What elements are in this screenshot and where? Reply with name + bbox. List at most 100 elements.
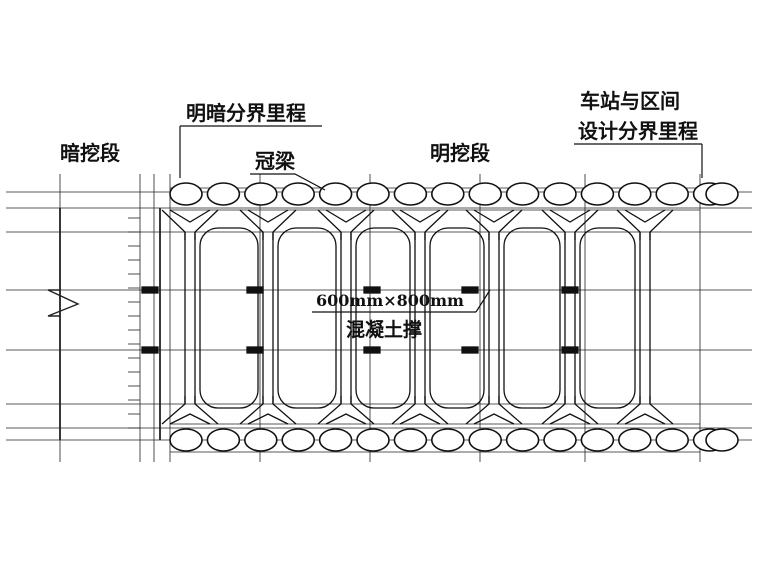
bay-frame (355, 227, 411, 409)
strut-flare (616, 396, 641, 425)
pile-bottom (169, 428, 203, 452)
strut-flare (574, 396, 599, 425)
strut-flare (424, 209, 449, 240)
label-boundary-open-covered: 明暗分界里程 (186, 101, 306, 125)
pile-top (430, 182, 465, 206)
pile-top (468, 182, 503, 206)
pile-bottom (580, 428, 615, 452)
strut-flare (239, 209, 264, 240)
pile-top (318, 182, 353, 206)
leader-strut (475, 289, 491, 313)
pile-bottom (393, 428, 428, 452)
strut-flare (574, 209, 599, 240)
pile-top (281, 182, 316, 206)
bay-frame (277, 227, 337, 409)
strut-flare (391, 209, 416, 240)
strut-flare (616, 209, 641, 240)
strut-connector (141, 286, 159, 294)
strut-flare (473, 413, 515, 425)
pile-bottom (281, 428, 316, 452)
strut-flare (247, 209, 289, 223)
strut-flare (399, 413, 441, 425)
label-covered-section: 暗挖段 (60, 141, 120, 165)
break-line (47, 289, 80, 317)
label-station-boundary-2: 设计分界里程 (578, 119, 698, 143)
pile-bottom (655, 428, 690, 452)
strut-flare (350, 396, 375, 425)
strut-flare (549, 413, 591, 425)
bay-frame (199, 227, 259, 409)
strut-flare (399, 209, 441, 223)
strut-connector (561, 346, 579, 354)
pile-top (655, 182, 690, 206)
strut-flare (272, 209, 297, 240)
bored-piles (169, 182, 739, 452)
strut-flare (624, 413, 666, 425)
pile-top (505, 182, 540, 206)
pile-bottom (543, 428, 577, 452)
annotations: 明暗分界里程 车站与区间 设计分界里程 暗挖段 冠梁 明挖段 600mm×800… (60, 89, 698, 341)
strut-flare (541, 396, 566, 425)
strut-connector (141, 346, 159, 354)
pile-top (580, 182, 615, 206)
pile-bottom-outside (705, 428, 739, 452)
strut-connector (363, 346, 381, 354)
strut-flare (161, 209, 186, 240)
strut-flare (317, 396, 342, 425)
pile-top (393, 182, 428, 206)
strut-flare (317, 209, 342, 240)
pile-top (356, 182, 390, 206)
strut-connector (561, 286, 579, 294)
pile-top (243, 182, 278, 206)
pile-top (543, 182, 577, 206)
strut-flare (465, 396, 490, 425)
strut-flare (325, 413, 367, 425)
strut-flare (194, 396, 219, 425)
label-crown-beam: 冠梁 (255, 149, 296, 173)
strut-flare (498, 209, 523, 240)
label-open-section: 明挖段 (430, 141, 490, 165)
strut-flare (549, 209, 591, 223)
strut-flare (194, 209, 219, 240)
strut-flare (239, 396, 264, 425)
strut-flare (498, 396, 523, 425)
strut-flare (169, 209, 211, 223)
bay-frame (503, 227, 561, 409)
pile-bottom (617, 428, 652, 452)
pile-bottom (318, 428, 353, 452)
strut-flare (391, 396, 416, 425)
strut-connector (246, 286, 264, 294)
leader-crown-beam (250, 173, 326, 191)
strut-flare (465, 209, 490, 240)
strut-flare (272, 396, 297, 425)
leader-lines (179, 125, 703, 313)
bay-frame (579, 227, 636, 409)
pile-top (169, 182, 203, 206)
strut-connector (461, 346, 479, 354)
strut-flare (473, 209, 515, 223)
strut-flare (161, 396, 186, 425)
bay-frame (429, 227, 485, 409)
pile-bottom (206, 428, 241, 452)
strut-flare (169, 413, 211, 425)
pile-top (617, 182, 652, 206)
strut-connector (363, 286, 381, 294)
label-strut-type: 混凝土撑 (346, 318, 422, 341)
pile-bottom (356, 428, 390, 452)
label-strut-size: 600mm×800mm (316, 291, 464, 310)
strut-flare (247, 413, 289, 425)
strut-flare (624, 209, 666, 223)
strut-flare (424, 396, 449, 425)
strut-frames (141, 209, 674, 425)
strut-connector (246, 346, 264, 354)
pile-bottom (430, 428, 465, 452)
strut-connector (461, 286, 479, 294)
strut-flare (325, 209, 367, 223)
strut-flare (350, 209, 375, 240)
pile-bottom (505, 428, 540, 452)
strut-flare (649, 209, 674, 240)
pile-top-outside (705, 182, 739, 206)
pile-bottom (468, 428, 503, 452)
label-station-boundary-1: 车站与区间 (580, 89, 680, 113)
